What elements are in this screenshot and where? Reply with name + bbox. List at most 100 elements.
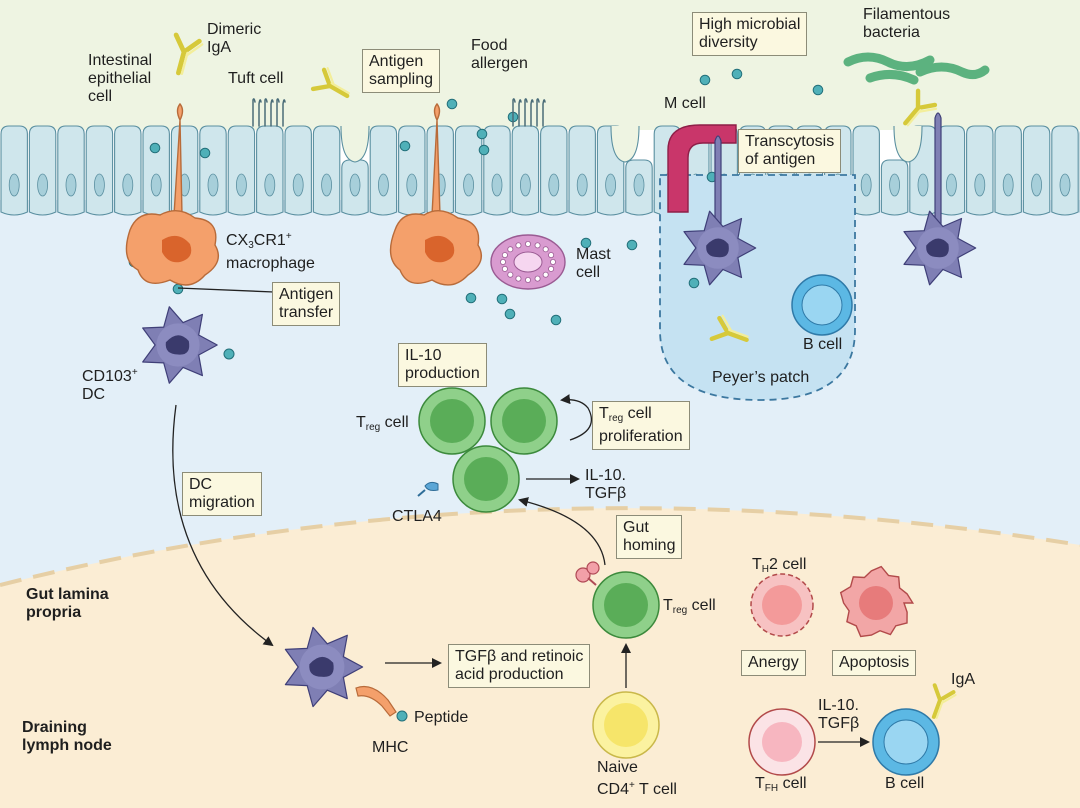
- antigen-particle: [812, 84, 824, 96]
- dendritic-cell: [142, 306, 218, 384]
- epithelial-nucleus: [520, 173, 531, 197]
- iga-molecule: [931, 683, 957, 719]
- epithelial-cell: [256, 125, 284, 216]
- dendritic-cell: [903, 112, 977, 286]
- epithelial-nucleus: [207, 173, 219, 197]
- epithelial-nucleus: [974, 173, 986, 197]
- dendritic-cell: [284, 626, 364, 708]
- antigen-particle: [149, 142, 161, 154]
- iga-molecule: [709, 314, 749, 342]
- label-b-cell-bottom: B cell: [885, 775, 925, 792]
- epithelial-cell: [454, 125, 483, 216]
- box-apoptosis: Apoptosis: [832, 650, 917, 676]
- epithelial-nucleus: [37, 173, 48, 197]
- epithelial-cell: [966, 125, 994, 216]
- antigen-particle: [465, 292, 477, 304]
- epithelial-nucleus: [548, 173, 560, 197]
- epithelial-cell: [85, 125, 114, 216]
- epithelial-nucleus: [576, 173, 588, 197]
- epithelial-cell: [312, 125, 341, 216]
- iga-molecule: [173, 32, 204, 76]
- epithelial-cell: [511, 125, 540, 216]
- dendritic-cell: [683, 135, 757, 286]
- label-cx3cr1-macrophage: CX3CR1+ macrophage: [226, 231, 315, 272]
- b-cell-bottom-icon: [872, 708, 940, 776]
- antigen-particle: [476, 128, 488, 140]
- antigen-particles: [128, 68, 824, 360]
- label-b-cell-patch: B cell: [803, 336, 843, 353]
- label-naive-cd4: Naive CD4+ T cell: [597, 759, 677, 798]
- epithelial-nucleus: [860, 173, 872, 197]
- epithelial-nucleus: [321, 173, 333, 197]
- iga-molecule: [310, 67, 350, 99]
- label-il10-tgfb-bottom: IL-10.TGFβ: [818, 697, 860, 732]
- antigen-particle: [626, 239, 638, 251]
- naive-t-cell: [592, 691, 660, 759]
- epithelial-cell: [227, 125, 256, 216]
- epithelial-cell: [369, 125, 398, 216]
- epithelial-nucleus: [377, 173, 389, 197]
- box-treg-proliferation: Treg cell proliferation: [592, 401, 690, 450]
- epithelial-nucleus: [122, 173, 134, 197]
- label-iga-bottom: IgA: [951, 671, 976, 688]
- tuft-cell: [252, 98, 546, 127]
- iga-molecules: [173, 32, 957, 719]
- epithelial-nucleus: [65, 173, 77, 197]
- b-cell-patch-icon: [791, 274, 853, 336]
- apoptosis-cell-icon: [839, 565, 915, 638]
- epithelial-nucleus: [94, 173, 105, 197]
- label-m-cell: M cell: [664, 95, 706, 112]
- epithelial-nucleus: [8, 173, 20, 197]
- antigen-particle: [199, 147, 211, 159]
- m-cell: [667, 124, 737, 213]
- antigen-particle: [446, 98, 458, 110]
- tfh-cell-icon: [748, 708, 816, 776]
- epithelium: [0, 125, 1080, 216]
- antigen-particle: [172, 283, 184, 295]
- epithelial-nucleus: [150, 173, 162, 197]
- antigen-particle: [699, 74, 711, 86]
- epithelial-nucleus: [463, 173, 475, 197]
- label-il10-tgfb-top: IL-10.TGFβ: [585, 467, 627, 502]
- box-anergy: Anergy: [741, 650, 806, 676]
- epithelial-cell: [57, 125, 85, 216]
- epithelial-nucleus: [292, 173, 304, 197]
- epithelial-nucleus: [946, 173, 957, 197]
- antigen-particle: [580, 237, 592, 249]
- epithelial-cell: [199, 125, 227, 216]
- epithelial-nucleus: [264, 173, 276, 197]
- epithelial-cell: [114, 125, 142, 216]
- antigen-particle: [688, 277, 700, 289]
- epithelial-nucleus: [917, 173, 929, 197]
- iga-molecule: [903, 88, 938, 127]
- epithelial-nucleus: [1059, 173, 1071, 197]
- label-tfh-cell: TFH cell: [755, 775, 807, 794]
- antigen-particle: [550, 314, 562, 326]
- epithelial-cell: [483, 125, 511, 216]
- epithelial-cell: [1051, 125, 1079, 216]
- label-tuft-cell: Tuft cell: [228, 70, 284, 87]
- label-treg-cell-top: Treg cell: [356, 414, 409, 433]
- epithelial-nucleus: [633, 173, 645, 197]
- dendritic-cells: [142, 112, 977, 722]
- epithelial-nucleus: [1031, 173, 1042, 197]
- label-th2-cell: TH2 cell: [752, 556, 807, 575]
- epithelial-cell: [28, 125, 57, 216]
- epithelial-cell: [142, 125, 170, 216]
- label-mhc: MHC: [372, 739, 409, 756]
- treg-lymph-node: [575, 561, 660, 639]
- crypt-pit: [893, 125, 923, 163]
- treg-cluster: [417, 387, 558, 513]
